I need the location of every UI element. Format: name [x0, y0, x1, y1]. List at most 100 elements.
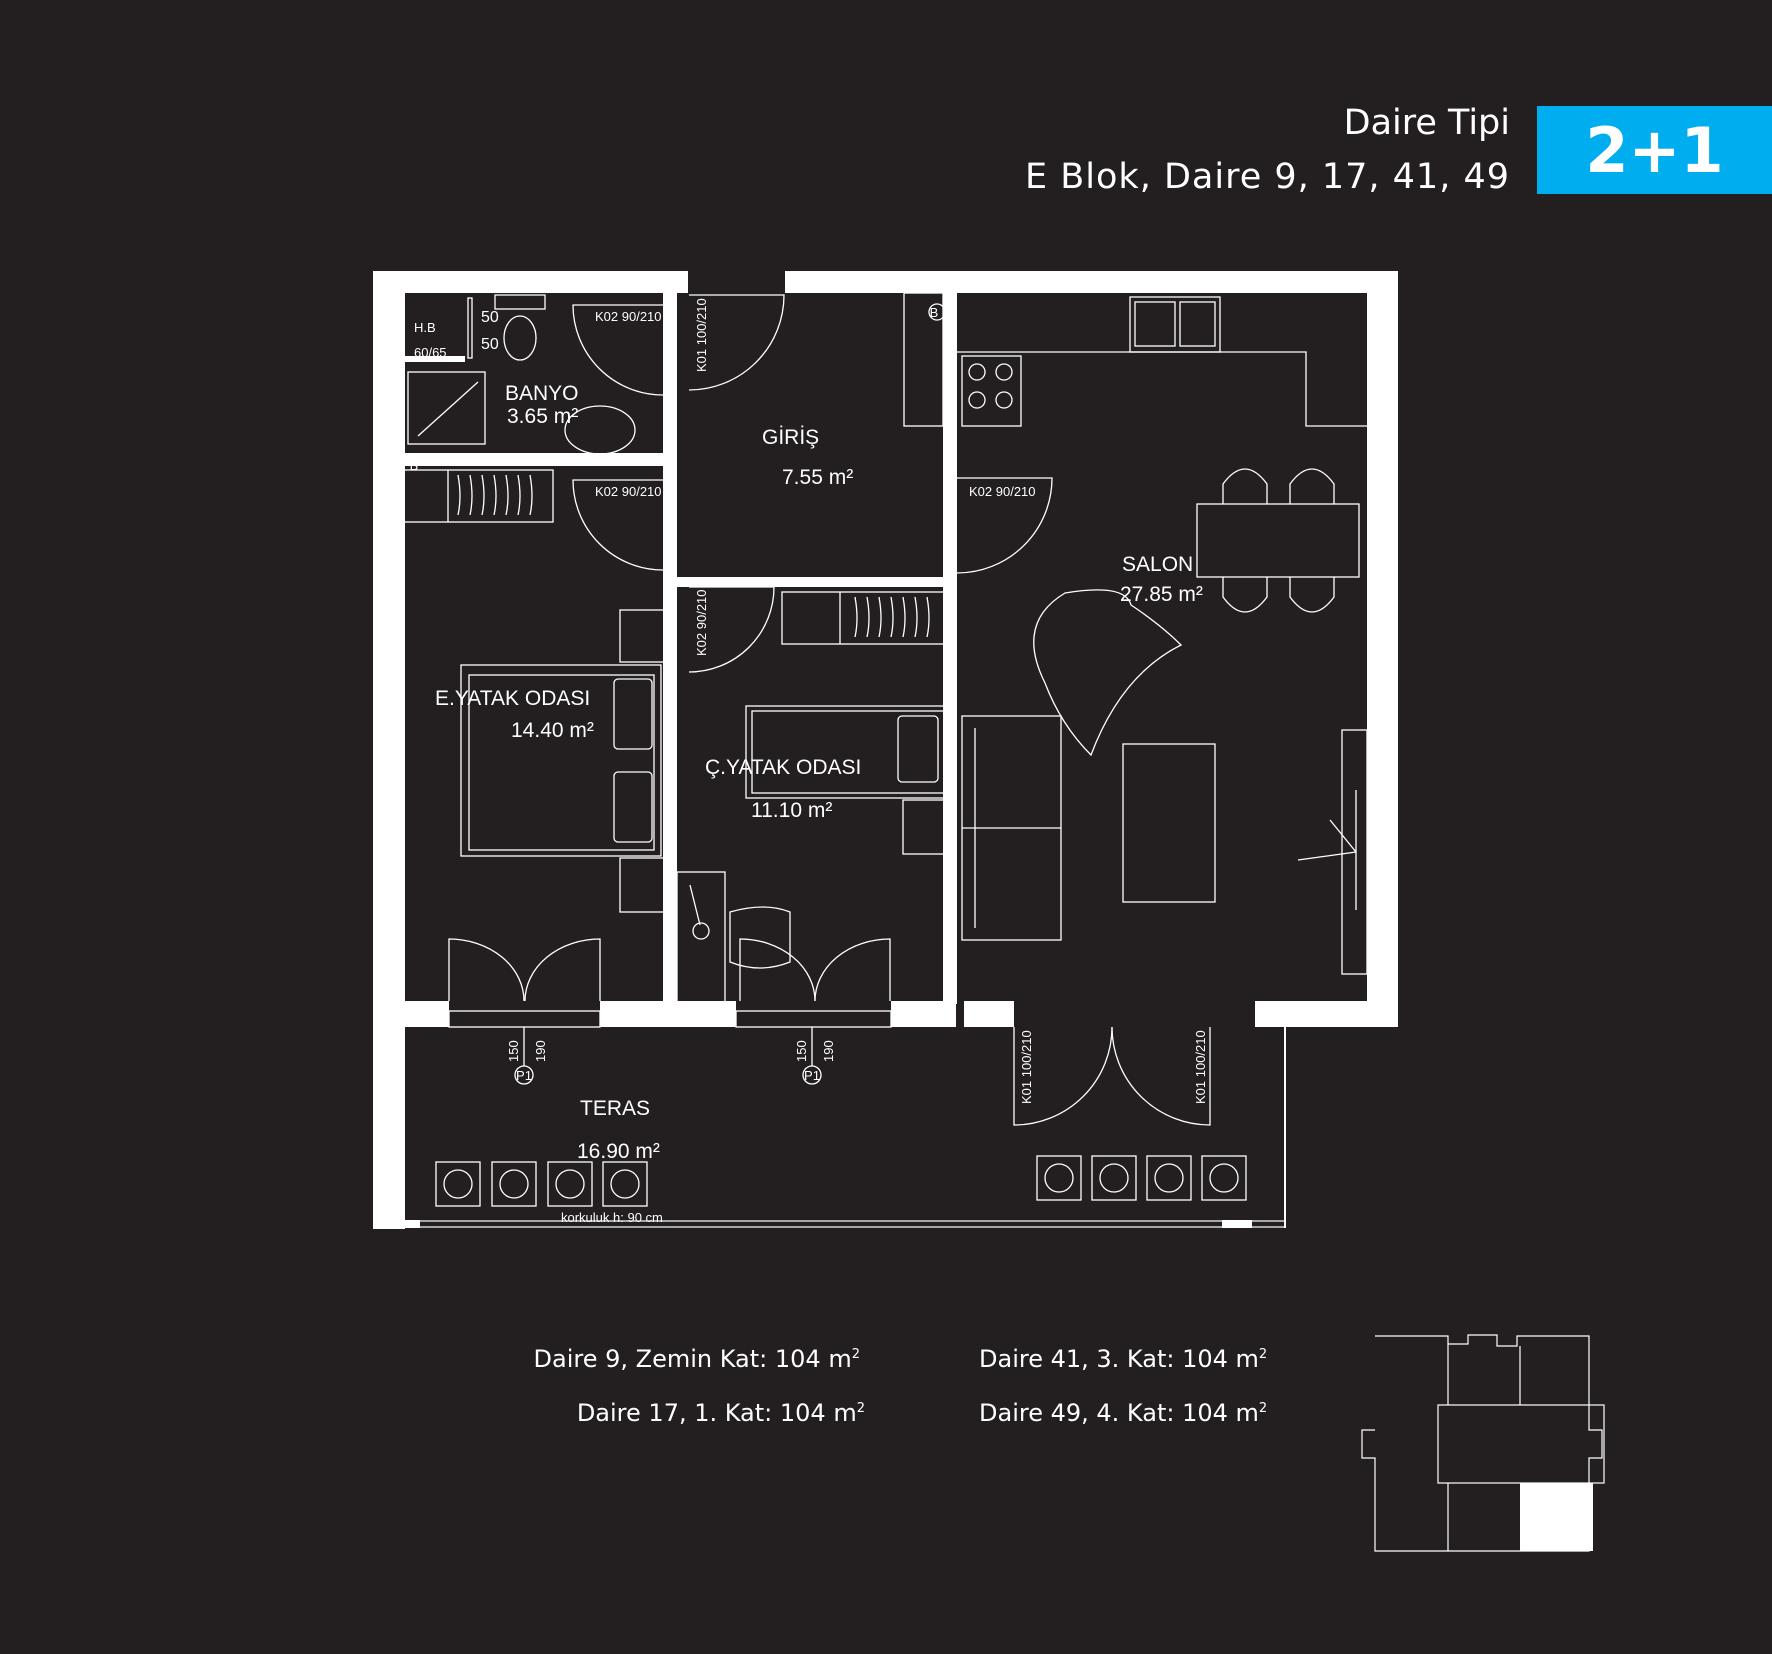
- cbed-nightstand: [902, 799, 949, 855]
- fifty-label-1: 50: [481, 309, 499, 326]
- area-daire-9: Daire 9, Zemin Kat: 104 m2: [533, 1345, 860, 1373]
- wall-giris-salon: [943, 293, 957, 1004]
- room-name-giris: GİRİŞ: [762, 426, 819, 449]
- wardrobe-ebedroom: [387, 469, 554, 523]
- window-width-cbed: 150: [794, 1040, 809, 1062]
- fixtures: [387, 292, 1368, 1207]
- armchair: [1033, 589, 1183, 757]
- nightstand-bottom: [619, 857, 665, 913]
- wall-giris-south: [677, 577, 943, 587]
- wall-south-mid: [964, 1001, 1014, 1027]
- door-swing-eyatak: [572, 479, 664, 571]
- wash-basin: [564, 405, 636, 455]
- wall-south-left: [405, 1001, 449, 1027]
- cooktop: [961, 355, 1022, 427]
- window-swing-cbed-left: [739, 938, 816, 1002]
- window-swing-ebed-left: [448, 938, 525, 1002]
- dining-chair: [1289, 577, 1335, 613]
- area-daire-17: Daire 17, 1. Kat: 104 m2: [576, 1399, 865, 1427]
- hb-size-label: 60/65: [414, 345, 447, 360]
- door-label-salon: K02 90/210: [969, 484, 1036, 499]
- fifty-label-2: 50: [481, 336, 499, 353]
- wardrobe-cbedroom: [781, 591, 951, 645]
- sink-top: [494, 294, 546, 310]
- door-label-terrace-right: K01 100/210: [1193, 1030, 1208, 1104]
- wall-north-right: [785, 271, 1398, 293]
- room-name-teras: TERAS: [580, 1097, 650, 1120]
- window-type-cbed: P1: [804, 1068, 820, 1083]
- wall-north-left: [373, 271, 688, 293]
- window-swing-cbed-right: [814, 938, 891, 1002]
- wall-south-bed: [600, 1001, 736, 1027]
- window-height-ebed: 190: [533, 1040, 548, 1062]
- plan-type-title: Daire Tipi: [1343, 103, 1510, 143]
- door-swing-salon: [956, 477, 1053, 574]
- room-name-e-yatak: E.YATAK ODASI: [435, 687, 590, 710]
- window-cbed: [735, 1010, 892, 1028]
- wall-south-salon: [1255, 1001, 1398, 1027]
- window-height-cbed: 190: [821, 1040, 836, 1062]
- room-name-banyo: BANYO: [505, 382, 579, 405]
- door-label-cyatak: K02 90/210: [694, 589, 709, 656]
- door-label-terrace-left: K01 100/210: [1019, 1030, 1034, 1104]
- b-label-2: B: [410, 458, 419, 473]
- area-daire-49: Daire 49, 4. Kat: 104 m2: [979, 1399, 1268, 1427]
- wall-hb: [405, 356, 465, 362]
- dining-chair: [1222, 468, 1268, 504]
- kitchen-counter: [957, 351, 1367, 427]
- b-label-1: B: [930, 305, 939, 320]
- tv-unit: [1341, 729, 1368, 975]
- room-area-teras: 16.90 m²: [577, 1140, 660, 1163]
- wall-terrace-east: [1284, 1027, 1286, 1228]
- walls: [373, 271, 1398, 1229]
- key-plan-highlight: [1520, 1483, 1593, 1551]
- wall-south-inner: [891, 1001, 956, 1027]
- railing-post-right: [1222, 1220, 1252, 1228]
- door-label-eyatak: K02 90/210: [595, 484, 662, 499]
- planters-left: [435, 1161, 648, 1207]
- desk: [676, 871, 726, 1005]
- toilet: [503, 315, 537, 361]
- shoe-cabinet: [903, 292, 944, 427]
- room-area-e-yatak: 14.40 m²: [511, 719, 594, 742]
- wall-east: [1367, 271, 1398, 1027]
- room-name-c-yatak: Ç.YATAK ODASI: [705, 756, 861, 779]
- window-ebed: [448, 1010, 601, 1028]
- coffee-table: [1122, 743, 1216, 903]
- single-bed: [745, 705, 951, 799]
- double-bed: [460, 664, 662, 857]
- door-swing-terrace-left: [1013, 1026, 1113, 1126]
- wall-west: [373, 271, 405, 1229]
- railing-label: korkuluk h: 90 cm: [561, 1210, 663, 1225]
- nightstand-top: [619, 609, 665, 663]
- room-name-salon: SALON: [1122, 553, 1193, 576]
- dining-chair: [1222, 577, 1268, 613]
- window-type-ebed: P1: [516, 1068, 532, 1083]
- room-type-badge: 2+1: [1537, 106, 1772, 194]
- dining-chair: [1289, 468, 1335, 504]
- hb-label: H.B: [414, 320, 436, 335]
- area-daire-41: Daire 41, 3. Kat: 104 m2: [979, 1345, 1268, 1373]
- room-area-salon: 27.85 m²: [1120, 583, 1203, 606]
- room-area-giris: 7.55 m²: [782, 466, 853, 489]
- door-swing-terrace-right: [1111, 1026, 1211, 1126]
- room-area-banyo: 3.65 m²: [507, 405, 578, 428]
- room-area-c-yatak: 11.10 m²: [751, 799, 832, 822]
- shower-tray: [407, 371, 486, 445]
- planters-right: [1036, 1155, 1247, 1201]
- dining-table: [1196, 503, 1360, 578]
- terrace-railing: [404, 1220, 1286, 1228]
- window-swing-ebed-right: [524, 938, 601, 1002]
- door-swing-entry: [688, 294, 785, 391]
- door-swing-banyo: [572, 304, 664, 396]
- window-width-ebed: 150: [506, 1040, 521, 1062]
- door-label-banyo: K02 90/210: [595, 309, 662, 324]
- door-label-entry: K01 100/210: [694, 298, 709, 372]
- wall-bath-ebed-cbed: [663, 293, 677, 1004]
- block-apartments-subtitle: E Blok, Daire 9, 17, 41, 49: [1025, 157, 1510, 197]
- door-swing-cyatak: [688, 586, 775, 673]
- railing-post-left: [405, 1220, 420, 1228]
- desk-chair: [729, 906, 791, 969]
- wall-bath-south: [405, 453, 677, 466]
